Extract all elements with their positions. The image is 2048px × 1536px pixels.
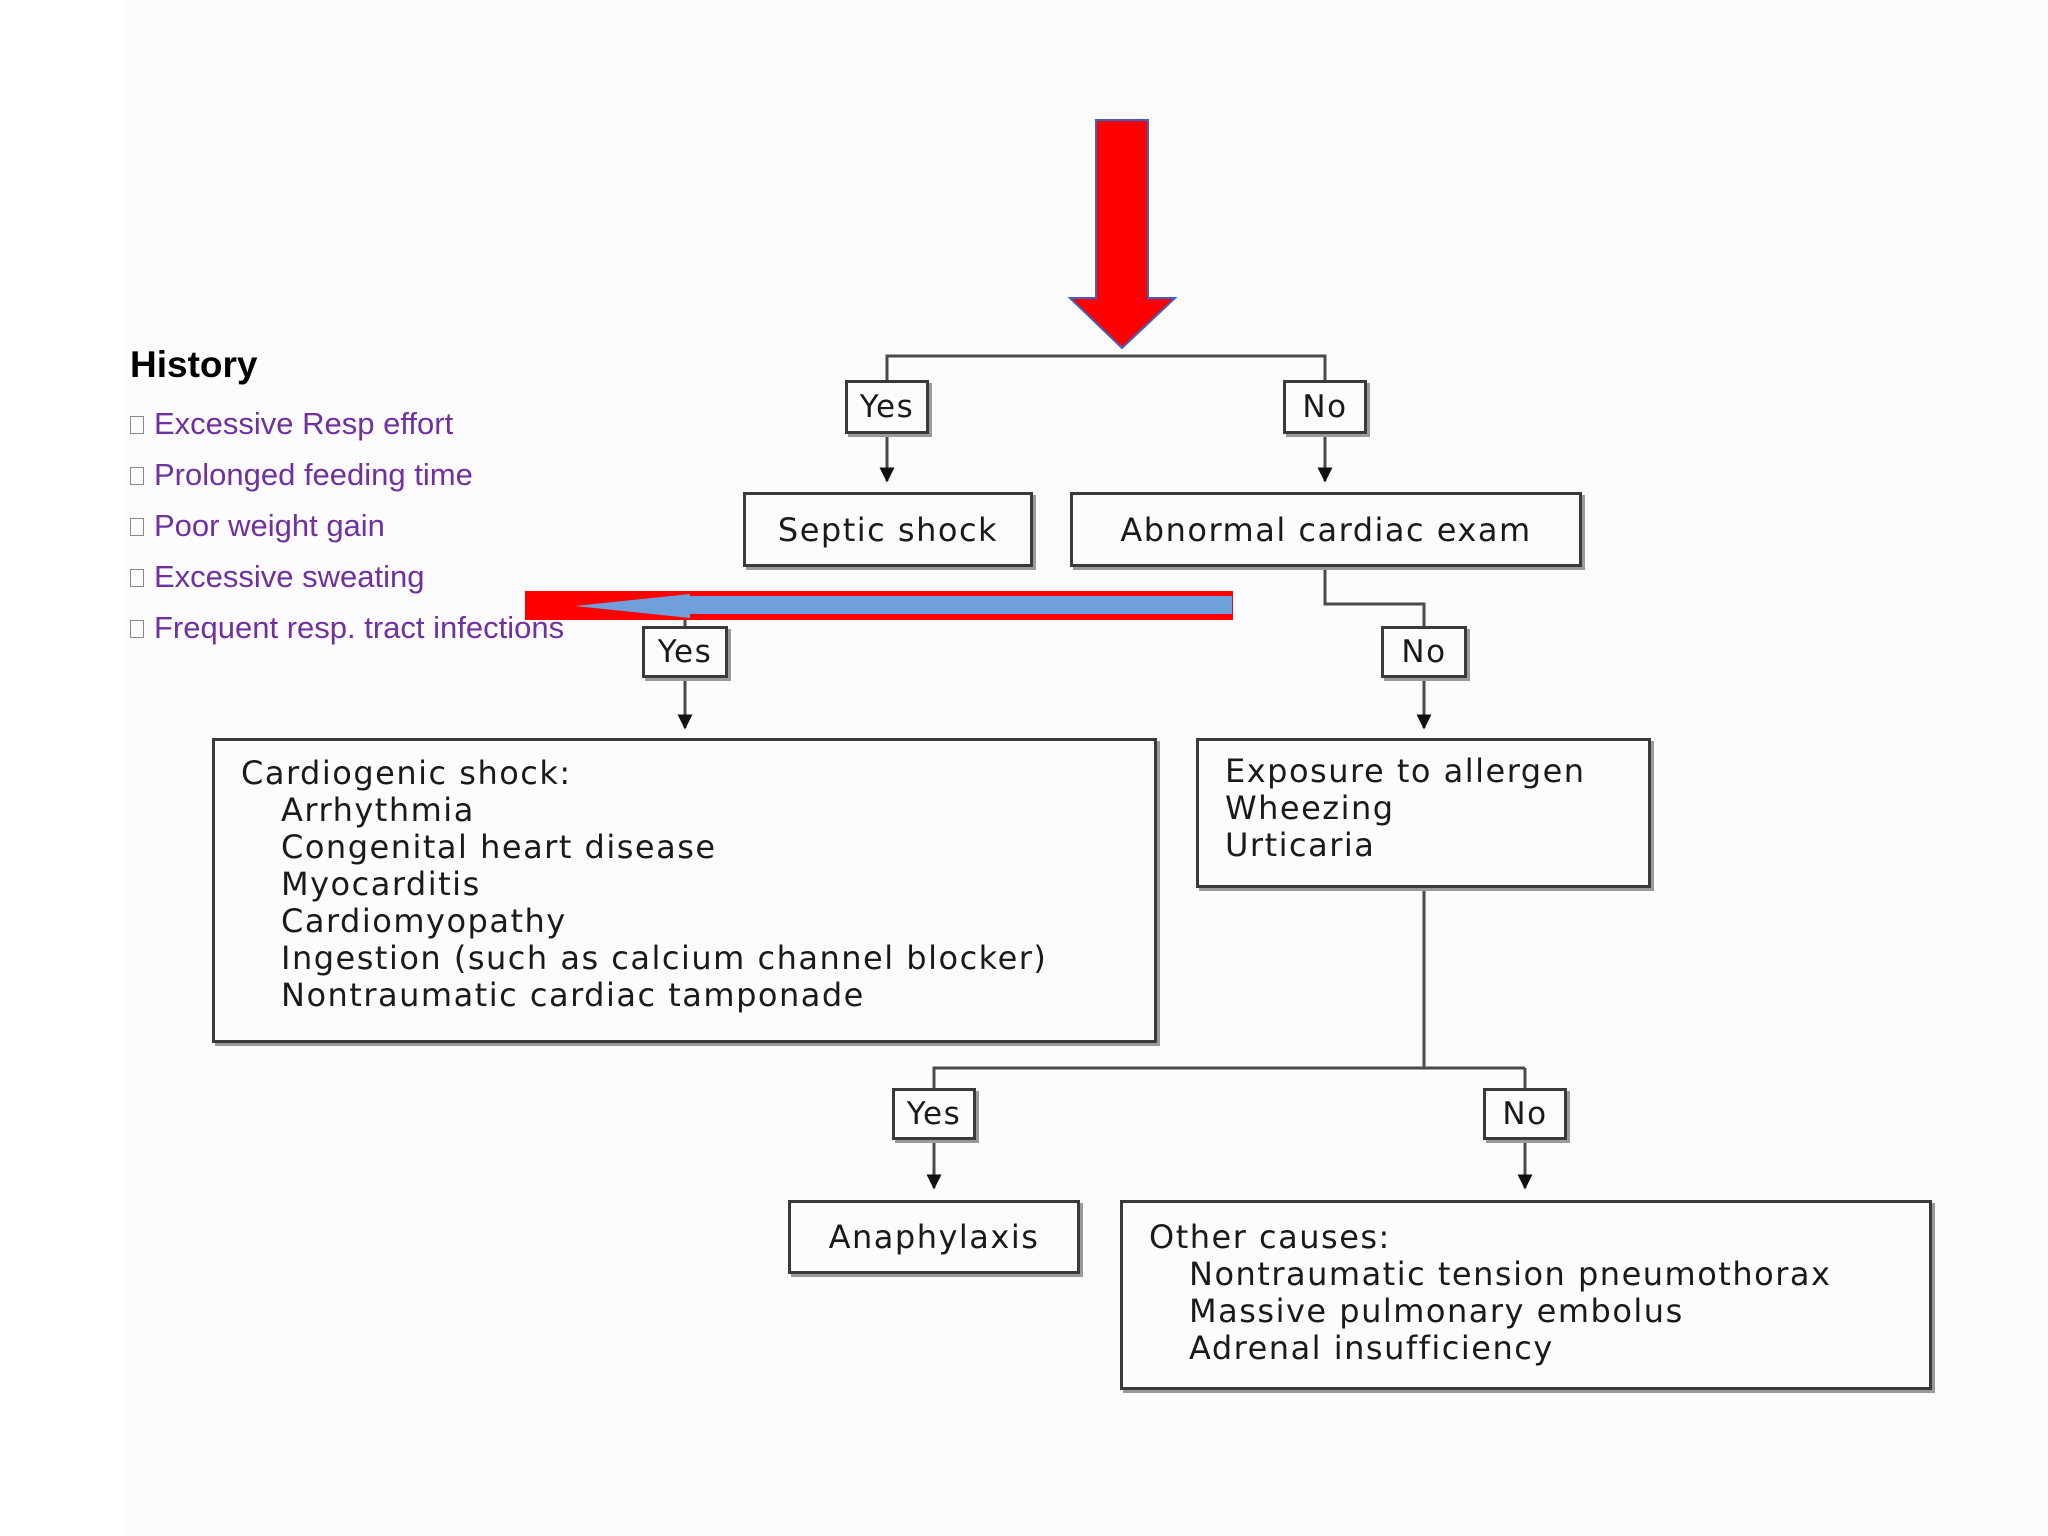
history-title: History xyxy=(130,344,258,385)
no-label-branch3: No xyxy=(1483,1088,1567,1140)
no-label-branch2: No xyxy=(1381,626,1467,678)
bullet-icon xyxy=(130,569,144,587)
history-item-text: Poor weight gain xyxy=(154,508,385,543)
other-causes-item: Adrenal insufficiency xyxy=(1189,1329,1554,1367)
connector-branch3 xyxy=(932,888,1426,1090)
history-item: Prolonged feeding time xyxy=(130,449,564,500)
yes-label-branch2: Yes xyxy=(642,626,728,678)
allergen-item: Exposure to allergen xyxy=(1225,752,1586,790)
septic-shock-box: Septic shock xyxy=(743,492,1033,567)
history-item-text: Excessive sweating xyxy=(154,559,425,594)
connector-branch1 xyxy=(885,354,1327,382)
cardiogenic-shock-box: Cardiogenic shock: Arrhythmia Congenital… xyxy=(212,738,1157,1043)
abnormal-cardiac-exam-box: Abnormal cardiac exam xyxy=(1070,492,1582,567)
history-panel: History Excessive Resp effort Prolonged … xyxy=(130,344,564,653)
cardiogenic-item: Myocarditis xyxy=(281,865,481,903)
allergen-item: Urticaria xyxy=(1225,826,1376,864)
history-item: Excessive sweating xyxy=(130,551,564,602)
history-item-text: Excessive Resp effort xyxy=(154,406,454,441)
cardiogenic-item: Cardiomyopathy xyxy=(281,902,567,940)
bullet-icon xyxy=(130,518,144,536)
cardiogenic-item: Nontraumatic cardiac tamponade xyxy=(281,976,865,1014)
allergen-box: Exposure to allergen Wheezing Urticaria xyxy=(1196,738,1651,888)
other-causes-box: Other causes: Nontraumatic tension pneum… xyxy=(1120,1200,1932,1390)
bullet-icon xyxy=(130,620,144,638)
history-item: Excessive Resp effort xyxy=(130,398,564,449)
bullet-icon xyxy=(130,416,144,434)
cardiogenic-title: Cardiogenic shock: xyxy=(241,754,572,792)
cardiogenic-item: Congenital heart disease xyxy=(281,828,717,866)
allergen-item: Wheezing xyxy=(1225,789,1395,827)
history-item-text: Frequent resp. tract infections xyxy=(154,610,565,645)
connector-branch2-stem xyxy=(1323,567,1426,628)
bullet-icon xyxy=(130,467,144,485)
yes-label-branch3: Yes xyxy=(892,1088,976,1140)
cardiogenic-item: Ingestion (such as calcium channel block… xyxy=(281,939,1048,977)
history-item: Frequent resp. tract infections xyxy=(130,602,564,653)
cardiogenic-item: Arrhythmia xyxy=(281,791,475,829)
no-label-branch1: No xyxy=(1283,380,1367,434)
history-item: Poor weight gain xyxy=(130,500,564,551)
other-causes-item: Massive pulmonary embolus xyxy=(1189,1292,1684,1330)
history-item-text: Prolonged feeding time xyxy=(154,457,473,492)
anaphylaxis-box: Anaphylaxis xyxy=(788,1200,1080,1274)
other-causes-item: Nontraumatic tension pneumothorax xyxy=(1189,1255,1832,1293)
yes-label-branch1: Yes xyxy=(845,380,929,434)
other-causes-title: Other causes: xyxy=(1149,1218,1391,1256)
